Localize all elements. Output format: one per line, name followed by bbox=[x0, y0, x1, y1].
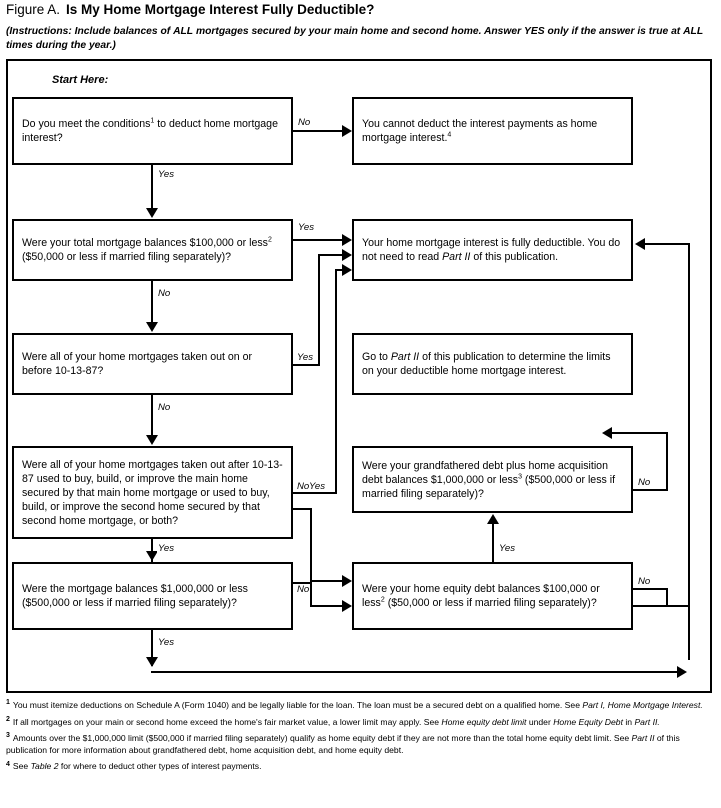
edge-label-q4-yes-down: Yes bbox=[157, 543, 176, 554]
edge-q4yes-h1 bbox=[293, 492, 337, 494]
node-cannot-deduct: You cannot deduct the interest payments … bbox=[352, 97, 633, 165]
node-q1-meet-conditions: Do you meet the conditions1 to deduct ho… bbox=[12, 97, 293, 165]
node-q5-text: Were your grandfathered debt plus home a… bbox=[362, 459, 616, 500]
edge-q6-yes-arrow-down bbox=[146, 657, 158, 667]
edge-q3-yes-arrow bbox=[342, 249, 352, 261]
node-q6-text: Were the mortgage balances $1,000,000 or… bbox=[22, 583, 248, 609]
edge-label-q2-no: No bbox=[157, 288, 172, 299]
edge-q6-no-h1 bbox=[293, 582, 312, 584]
edge-q7-no-stub bbox=[633, 588, 668, 590]
edge-q3-no-line bbox=[151, 395, 153, 436]
edge-q1-yes-arrow bbox=[146, 208, 158, 218]
edge-q4-no-arrow bbox=[342, 575, 352, 587]
edge-q4yes-h2 bbox=[335, 269, 342, 271]
edge-q1-no-arrow bbox=[342, 125, 352, 137]
footnote-3-mark: 3 bbox=[6, 732, 10, 740]
node-q6-mortgage-balances: Were the mortgage balances $1,000,000 or… bbox=[12, 562, 293, 630]
node-q3-text: Were all of your home mortgages taken ou… bbox=[22, 351, 253, 377]
node-q2-total-balances: Were your total mortgage balances $100,0… bbox=[12, 219, 293, 281]
edge-label-q2-yes: Yes bbox=[297, 222, 316, 233]
edge-q5-no-h bbox=[633, 489, 668, 491]
edge-q7-no-v bbox=[666, 588, 668, 607]
node-q5-grandfathered-debt: Were your grandfathered debt plus home a… bbox=[352, 446, 633, 513]
edge-label-q7-no: No bbox=[637, 576, 652, 587]
edge-q2-yes-arrow bbox=[342, 234, 352, 246]
edge-q2-yes-line bbox=[293, 239, 342, 241]
edge-q5-yes-bus-top bbox=[645, 243, 690, 245]
edge-q2-no-arrow bbox=[146, 322, 158, 332]
node-q2-text: Were your total mortgage balances $100,0… bbox=[22, 236, 272, 263]
edge-q7-yes-v bbox=[492, 524, 494, 562]
edge-q4-no-v bbox=[310, 508, 312, 582]
node-q7-home-equity: Were your home equity debt balances $100… bbox=[352, 562, 633, 630]
edge-label-q3-yes: Yes bbox=[296, 352, 315, 363]
edge-q1-no-line bbox=[293, 130, 342, 132]
edge-q6-no-arrow bbox=[342, 600, 352, 612]
edge-label-q4-yes-up: Yes bbox=[308, 481, 327, 492]
footnote-1-mark: 1 bbox=[6, 699, 10, 707]
figure-label: Figure A. bbox=[6, 2, 61, 17]
node-q4-after-1987-use: Were all of your home mortgages taken ou… bbox=[12, 446, 293, 539]
edge-label-q1-yes: Yes bbox=[157, 169, 176, 180]
edge-label-q3-no: No bbox=[157, 402, 172, 413]
edge-q7-no-h bbox=[633, 605, 690, 607]
node-q3-before-1987: Were all of your home mortgages taken ou… bbox=[12, 333, 293, 395]
edge-q4yes-v bbox=[335, 269, 337, 494]
node-fully-deductible: Your home mortgage interest is fully ded… bbox=[352, 219, 633, 281]
edge-q5-no-arrow bbox=[602, 427, 612, 439]
edge-label-q1-no: No bbox=[297, 117, 312, 128]
edge-q4yes-arrow bbox=[342, 264, 352, 276]
edge-q4-yes-down-arrow bbox=[146, 551, 158, 561]
start-here-label: Start Here: bbox=[52, 74, 109, 86]
footnote-2-mark: 2 bbox=[6, 715, 10, 723]
node-go-to-part-ii-text: Go to Part II of this publication to det… bbox=[362, 351, 611, 377]
edge-label-q7-yes: Yes bbox=[498, 543, 517, 554]
edge-label-q5-no: No bbox=[637, 477, 652, 488]
edge-q6-yes-arrow-right bbox=[677, 666, 687, 678]
node-q4-text: Were all of your home mortgages taken ou… bbox=[22, 458, 283, 527]
node-q7-text: Were your home equity debt balances $100… bbox=[362, 583, 600, 609]
edge-label-q6-yes: Yes bbox=[157, 637, 176, 648]
node-fully-deductible-text: Your home mortgage interest is fully ded… bbox=[362, 237, 621, 263]
edge-q3-no-arrow bbox=[146, 435, 158, 445]
edge-q6-yes-v bbox=[151, 630, 153, 666]
node-go-to-part-ii: Go to Part II of this publication to det… bbox=[352, 333, 633, 395]
edge-q2-no-line bbox=[151, 281, 153, 323]
edge-q3-yes-v bbox=[318, 254, 320, 366]
edge-q5-no-to-partii bbox=[612, 432, 668, 434]
edge-q4-no-top bbox=[293, 508, 312, 510]
edge-q6-no-h2 bbox=[310, 605, 342, 607]
edge-q5-yes-bus-v bbox=[688, 243, 690, 660]
edge-q6-yes-bottom bbox=[151, 671, 679, 673]
footnote-4-mark: 4 bbox=[6, 760, 10, 768]
edge-q6-no-v bbox=[310, 582, 312, 607]
edge-label-q6-no: No bbox=[296, 584, 311, 595]
edge-q4-no-h2 bbox=[310, 580, 342, 582]
edge-label-q4-no: No bbox=[296, 481, 311, 492]
edge-q5-yes-bus-arrow bbox=[635, 238, 645, 250]
edge-q3-yes-h2 bbox=[318, 254, 342, 256]
edge-q1-yes-line bbox=[151, 165, 153, 210]
edge-q7-yes-arrow bbox=[487, 514, 499, 524]
figure-heading: Figure A. Is My Home Mortgage Interest Fu… bbox=[6, 2, 706, 17]
edge-q3-yes-h1 bbox=[293, 364, 320, 366]
instructions-text: (Instructions: Include balances of ALL m… bbox=[6, 26, 704, 51]
node-q1-text: Do you meet the conditions1 to deduct ho… bbox=[22, 117, 278, 144]
edge-q5-no-v bbox=[666, 432, 668, 491]
node-cannot-deduct-text: You cannot deduct the interest payments … bbox=[362, 118, 598, 144]
page-title: Is My Home Mortgage Interest Fully Deduc… bbox=[66, 2, 375, 17]
